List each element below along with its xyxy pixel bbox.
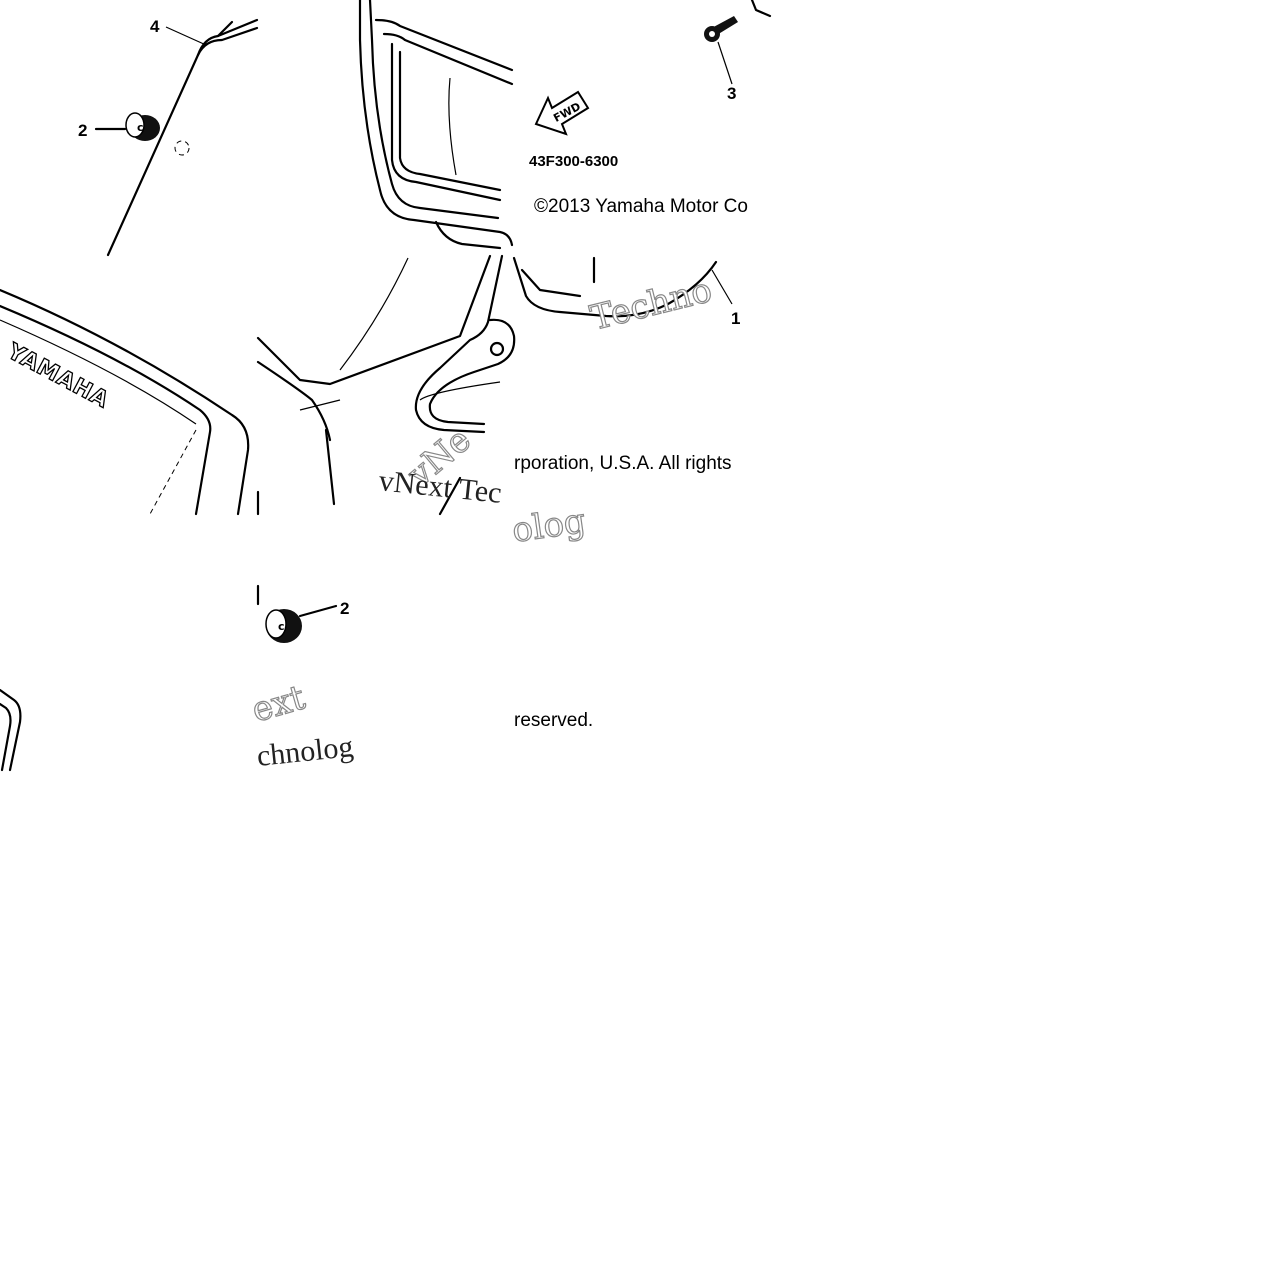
callout-4: 4 <box>150 17 160 36</box>
frame-bracket <box>358 0 514 250</box>
diagram-code: 43F300-6300 <box>529 153 618 170</box>
side-cover-top-left <box>106 18 259 257</box>
grommet-2-top: c <box>94 112 160 141</box>
copyright-line-1: ©2013 Yamaha Motor Co <box>534 196 748 217</box>
watermark-techno: Techno <box>587 270 716 339</box>
callout-2-top: 2 <box>78 121 87 140</box>
watermark-ext: ext <box>247 678 309 731</box>
svg-text:c: c <box>278 620 285 633</box>
callout-1: 1 <box>731 309 740 328</box>
watermark-vnext-tec: vNext Tec <box>377 464 503 510</box>
fwd-arrow: FWD <box>534 90 590 136</box>
callout-2-bottom: 2 <box>340 599 349 618</box>
screw-3 <box>704 0 772 85</box>
side-cover-middle <box>0 288 260 516</box>
svg-text:c: c <box>137 121 144 134</box>
watermark-olog: olog <box>510 501 588 551</box>
lower-bracket <box>512 256 733 318</box>
cover-middle <box>256 254 516 516</box>
copyright-line-3: reserved. <box>514 710 593 731</box>
watermark-chnolog: chnolog <box>255 730 355 773</box>
copyright-line-2: rporation, U.S.A. All rights <box>514 453 732 474</box>
grommet-2-bottom: c <box>256 584 338 643</box>
callout-3: 3 <box>727 84 736 103</box>
cover-corner-bottom <box>0 688 22 772</box>
